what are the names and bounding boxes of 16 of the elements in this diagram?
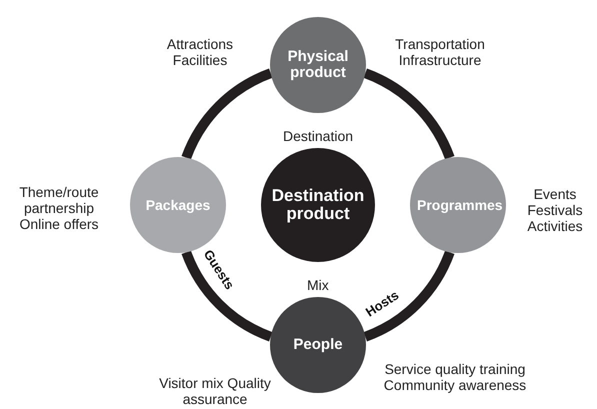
ring-arc bbox=[182, 250, 273, 342]
node-title: Physical product bbox=[286, 49, 350, 81]
node-caption: Visitor mix Quality assurance bbox=[158, 375, 272, 407]
node-caption: Service quality training Community awareness bbox=[382, 361, 528, 393]
node-title: People bbox=[292, 337, 344, 353]
node-caption: Transportation Infrastructure bbox=[394, 36, 486, 68]
ring-arc bbox=[363, 68, 454, 160]
node-title: Destination product bbox=[270, 187, 366, 223]
node-caption: Theme/route partnership Online offers bbox=[18, 184, 100, 232]
ring-arc bbox=[363, 250, 454, 342]
node-caption: Events Festivals Activities bbox=[526, 186, 584, 234]
ring-label: Mix bbox=[307, 277, 329, 293]
node-title: Packages bbox=[144, 198, 212, 212]
node-caption: Attractions Facilities bbox=[166, 36, 234, 68]
ring-arc bbox=[182, 68, 273, 160]
ring-label: Destination bbox=[283, 128, 354, 144]
